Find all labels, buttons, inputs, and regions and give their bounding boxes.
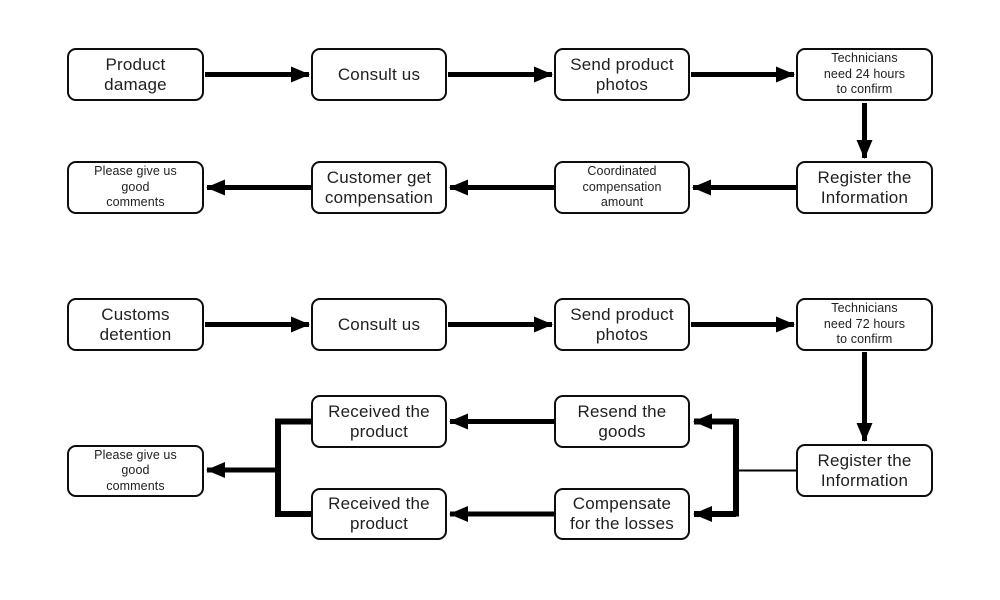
node-register-info-1: Register the Information [796,161,933,214]
node-compensate-losses: Compensate for the losses [554,488,690,540]
node-product-damage: Product damage [67,48,204,101]
node-customer-compensation: Customer get compensation [311,161,447,214]
node-received-product-2: Received the product [311,488,447,540]
node-register-info-2: Register the Information [796,444,933,497]
node-consult-us-1: Consult us [311,48,447,101]
node-technicians-24h: Technicians need 24 hours to confirm [796,48,933,101]
node-resend-goods: Resend the goods [554,395,690,448]
node-send-photos-1: Send product photos [554,48,690,101]
node-technicians-72h: Technicians need 72 hours to confirm [796,298,933,351]
node-coordinated-amount: Coordinated compensation amount [554,161,690,214]
node-good-comments-1: Please give us good comments [67,161,204,214]
node-send-photos-2: Send product photos [554,298,690,351]
node-customs-detention: Customs detention [67,298,204,351]
node-good-comments-2: Please give us good comments [67,445,204,497]
node-received-product-1: Received the product [311,395,447,448]
node-consult-us-2: Consult us [311,298,447,351]
connector-left-bracket [275,418,311,517]
